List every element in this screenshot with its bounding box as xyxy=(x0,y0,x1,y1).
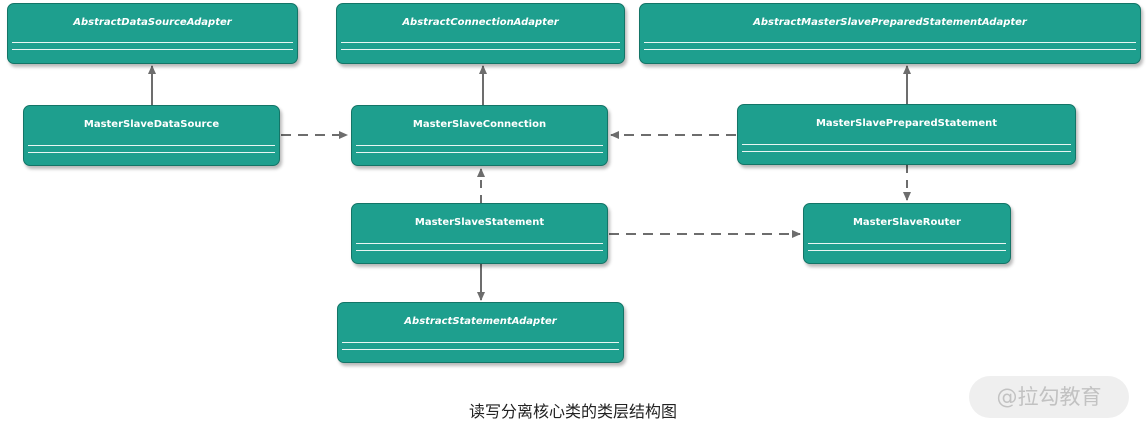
class-divider xyxy=(28,145,275,146)
class-divider xyxy=(808,243,1006,244)
class-box-master-slave-router: MasterSlaveRouter xyxy=(803,203,1011,264)
class-divider xyxy=(341,49,620,50)
class-name: MasterSlaveStatement xyxy=(414,217,545,228)
class-divider xyxy=(356,243,603,244)
watermark-badge: @拉勾教育 xyxy=(969,376,1129,418)
class-divider xyxy=(28,152,275,153)
class-box-master-slave-connection: MasterSlaveConnection xyxy=(351,105,608,166)
class-divider xyxy=(12,42,293,43)
class-box-abstract-master-slave-prepared-statement-adapter: AbstractMasterSlavePreparedStatementAdap… xyxy=(639,3,1141,64)
class-name: MasterSlavePreparedStatement xyxy=(815,118,998,129)
class-name: AbstractConnectionAdapter xyxy=(402,17,559,28)
class-divider xyxy=(808,250,1006,251)
class-name: AbstractStatementAdapter xyxy=(404,316,557,327)
class-divider xyxy=(12,49,293,50)
class-box-master-slave-data-source: MasterSlaveDataSource xyxy=(23,105,280,166)
class-box-master-slave-prepared-statement: MasterSlavePreparedStatement xyxy=(737,104,1076,165)
class-divider xyxy=(742,151,1071,152)
class-name: MasterSlaveRouter xyxy=(852,217,961,228)
class-box-abstract-connection-adapter: AbstractConnectionAdapter xyxy=(336,3,625,64)
class-box-abstract-data-source-adapter: AbstractDataSourceAdapter xyxy=(7,3,298,64)
class-name: MasterSlaveDataSource xyxy=(83,119,220,130)
class-divider xyxy=(341,42,620,43)
class-name: AbstractDataSourceAdapter xyxy=(73,17,232,28)
class-name: MasterSlaveConnection xyxy=(412,119,547,130)
class-divider xyxy=(342,349,619,350)
class-divider xyxy=(356,250,603,251)
class-divider xyxy=(356,152,603,153)
class-divider xyxy=(644,42,1136,43)
diagram-caption: 读写分离核心类的类层结构图 xyxy=(468,402,677,421)
class-divider xyxy=(356,145,603,146)
class-divider xyxy=(342,342,619,343)
class-box-master-slave-statement: MasterSlaveStatement xyxy=(351,203,608,264)
class-name: AbstractMasterSlavePreparedStatementAdap… xyxy=(753,17,1027,28)
class-box-abstract-statement-adapter: AbstractStatementAdapter xyxy=(337,302,624,363)
class-divider xyxy=(644,49,1136,50)
class-divider xyxy=(742,144,1071,145)
